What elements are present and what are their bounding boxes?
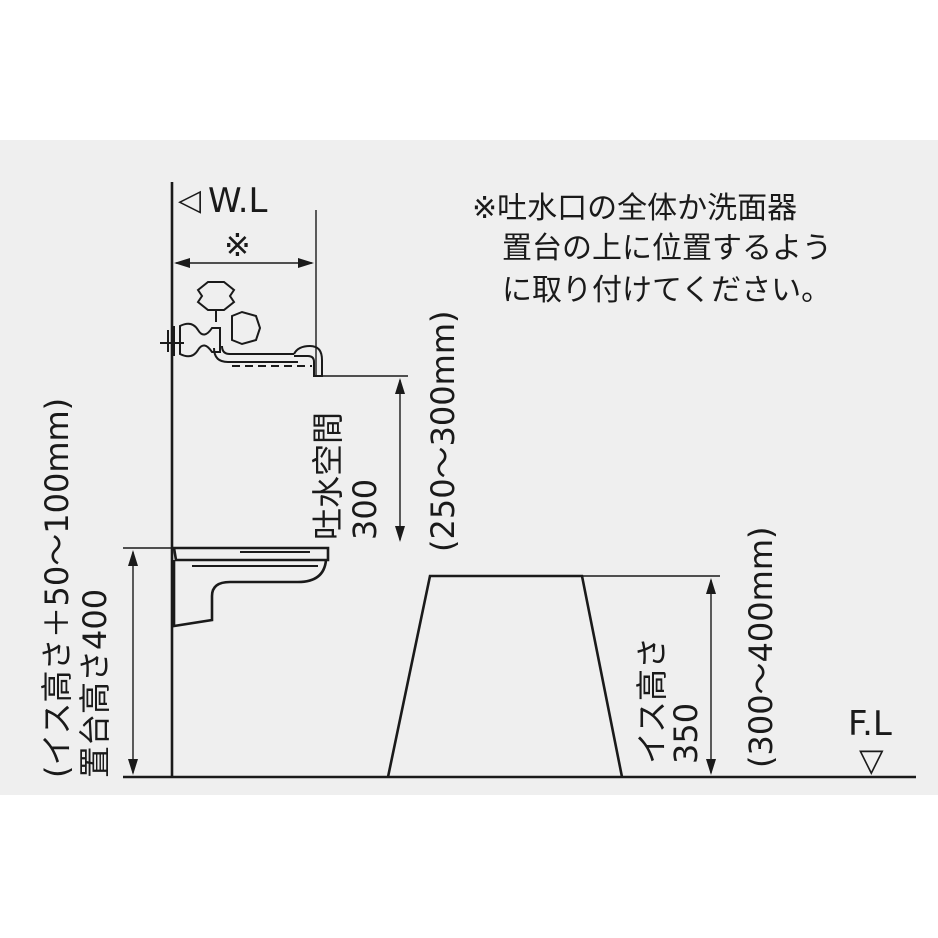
spout-space-title: 吐水空間	[309, 412, 347, 540]
wall-marker: ◁	[178, 183, 201, 218]
chair	[386, 574, 624, 778]
chair-height-title: イス高さ	[633, 637, 671, 764]
offset-arrow-right	[298, 258, 314, 268]
faucet	[160, 281, 323, 377]
chair-height-range: (300～400mm)	[742, 527, 780, 768]
spout-space-value: 300	[346, 479, 384, 540]
stand-arrow-top	[128, 550, 138, 566]
note-line-2: 置台の上に位置するよう	[502, 231, 832, 266]
note-line-1: ※吐水口の全体か洗面器	[472, 191, 797, 226]
spout-arrow-bottom	[395, 526, 405, 542]
floor-line-label: F.L	[848, 704, 892, 744]
floor-marker: ▽	[859, 741, 884, 779]
spout-space-range: (250～300mm)	[424, 311, 462, 552]
stand-height-title: 置台高さ400	[76, 589, 114, 778]
stand-arrow-bottom	[128, 759, 138, 775]
chair-arrow-top	[706, 578, 716, 594]
stand-height-range: (イス高さ＋50～100mm)	[38, 398, 76, 778]
chair-arrow-bottom	[706, 759, 716, 775]
chair-height-value: 350	[667, 703, 705, 764]
wash-basin	[172, 546, 330, 628]
wall-line-label: W.L	[208, 181, 268, 221]
offset-mark: ※	[224, 226, 251, 264]
background-band	[0, 140, 938, 795]
note-line-3: に取り付けてください。	[502, 273, 831, 308]
offset-arrow-left	[174, 258, 190, 268]
spout-arrow-top	[395, 378, 405, 394]
